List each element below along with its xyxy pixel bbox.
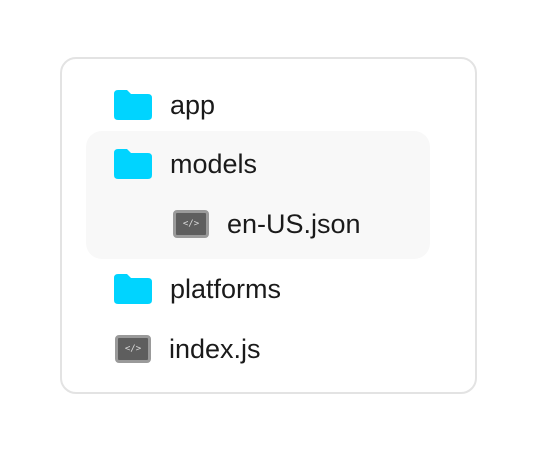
code-file-icon: </> <box>173 210 209 238</box>
tree-item-label: en-US.json <box>227 208 361 239</box>
tree-item-label: index.js <box>169 333 261 364</box>
tree-item-label: app <box>170 89 216 120</box>
folder-icon <box>114 90 152 120</box>
tree-item-en-us-json[interactable]: </> en-US.json <box>173 204 361 244</box>
tree-item-label: platforms <box>170 273 282 304</box>
tree-item-platforms[interactable]: platforms <box>114 269 281 309</box>
tree-item-models[interactable]: models <box>114 144 257 184</box>
tree-item-label: models <box>170 148 258 179</box>
tree-item-index-js[interactable]: </> index.js <box>115 329 261 369</box>
file-tree-panel: app models </> en-US.json platforms </> … <box>60 57 477 394</box>
folder-icon <box>114 274 152 304</box>
models-group-highlight <box>86 131 430 259</box>
folder-icon <box>114 149 152 179</box>
code-file-icon: </> <box>115 335 151 363</box>
tree-item-app[interactable]: app <box>114 85 215 125</box>
